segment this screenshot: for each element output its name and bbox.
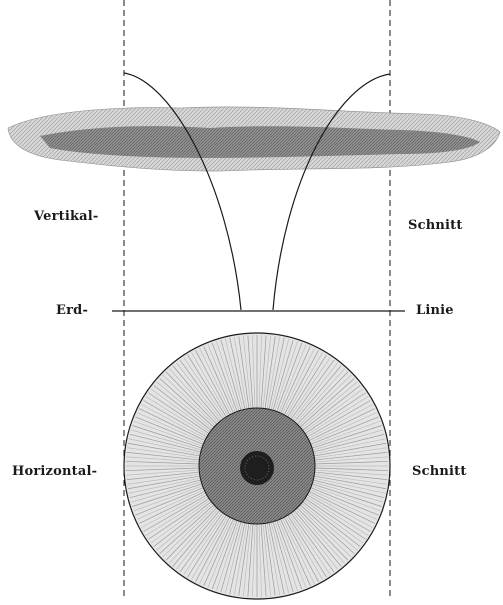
label-earth-suffix: Linie xyxy=(416,303,454,318)
label-horizontal-suffix: Schnitt xyxy=(412,464,467,479)
label-horizontal-prefix: Horizontal- xyxy=(12,464,97,479)
cloud-layer xyxy=(8,107,500,171)
label-earth-prefix: Erd- xyxy=(56,303,88,318)
label-vertical-suffix: Schnitt xyxy=(408,218,463,233)
horizontal-section xyxy=(124,333,390,599)
label-vertical-prefix: Vertikal- xyxy=(34,209,99,224)
